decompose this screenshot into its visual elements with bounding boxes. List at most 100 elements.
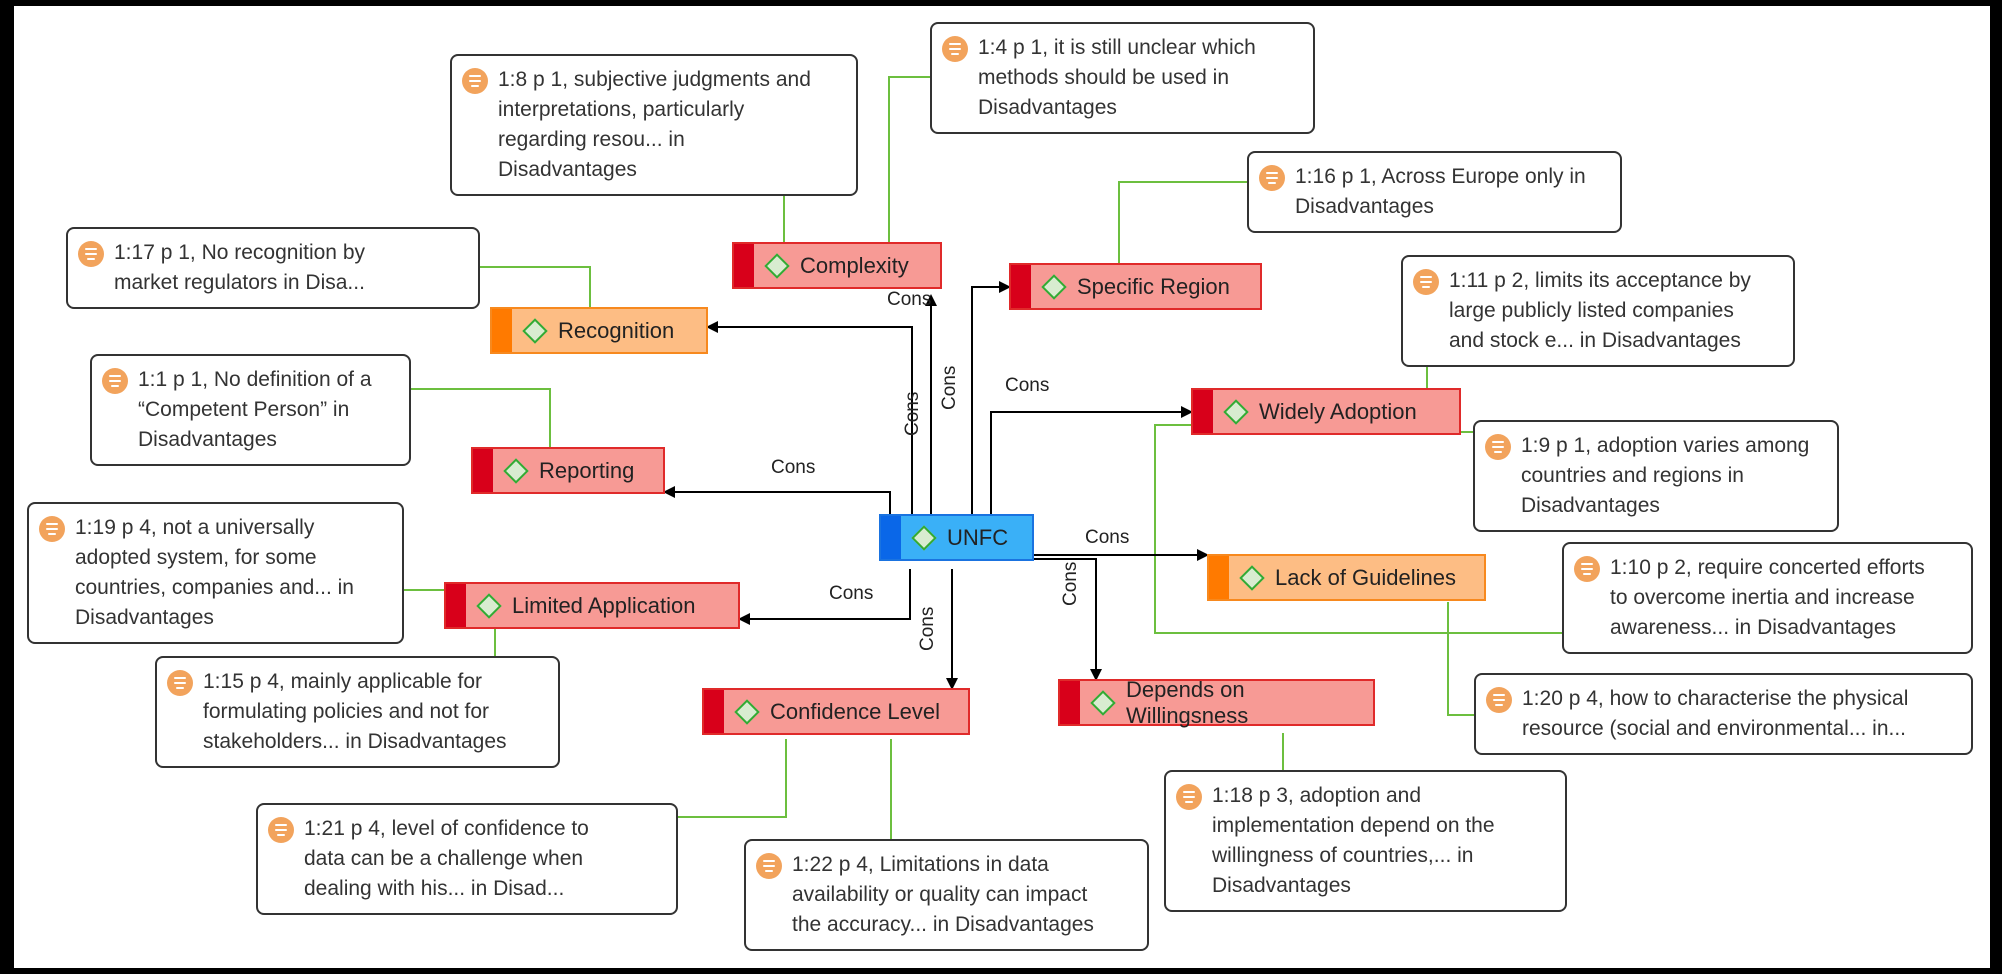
code-specific-region[interactable]: Specific Region [1009, 263, 1262, 310]
quote-line: 1:18 p 3, adoption and [1212, 784, 1422, 807]
quote-1-21[interactable]: 1:21 p 4, level of confidence to data ca… [256, 803, 678, 915]
cons-label-recognition: Cons [902, 391, 923, 436]
quote-line: stakeholders... in Disadvantages [203, 730, 507, 753]
quote-line: “Competent Person” in [138, 398, 350, 421]
quote-line: regarding resou... in [498, 128, 685, 151]
code-complexity[interactable]: Complexity [732, 242, 942, 289]
link-q1-20-lack-guidelines [1447, 602, 1474, 716]
quote-line: 1:15 p 4, mainly applicable for [203, 670, 482, 693]
code-strip [1193, 390, 1213, 433]
cons-label-confidence: Cons [917, 606, 938, 651]
code-strip [1209, 556, 1229, 599]
quote-line: 1:19 p 4, not a universally [75, 516, 315, 539]
code-diamond-icon [1041, 273, 1067, 300]
quote-line: large publicly listed companies [1449, 299, 1734, 322]
quote-1-15[interactable]: 1:15 p 4, mainly applicable for formulat… [155, 656, 560, 768]
link-unfc-depends [1034, 558, 1102, 681]
cons-links [663, 281, 1209, 690]
quote-1-11[interactable]: 1:11 p 2, limits its acceptance by large… [1401, 255, 1795, 367]
network-canvas: Cons Cons Cons Cons Cons Cons Cons Cons … [14, 6, 1990, 968]
quote-line: Disadvantages [1521, 494, 1660, 517]
code-label: Limited Application [512, 592, 696, 618]
quotation-icon [462, 68, 488, 94]
code-label: Reporting [539, 457, 635, 483]
link-q1-10-widely-adoption [1154, 424, 1562, 634]
link-unfc-specific-region [971, 281, 1011, 514]
code-label: Complexity [800, 252, 909, 278]
quote-line: Disadvantages [138, 428, 277, 451]
quote-1-18[interactable]: 1:18 p 3, adoption and implementation de… [1164, 770, 1567, 912]
code-diamond-icon [734, 698, 760, 725]
quote-line: 1:17 p 1, No recognition by [114, 241, 365, 264]
code-diamond-icon [1239, 564, 1265, 591]
quote-line: 1:22 p 4, Limitations in data [792, 853, 1049, 876]
quotation-icon [102, 368, 128, 394]
quote-line: the accuracy... in Disadvantages [792, 913, 1094, 936]
code-strip [704, 690, 724, 733]
link-unfc-widely-adoption [990, 406, 1193, 514]
quote-line: 1:10 p 2, require concerted efforts [1610, 556, 1925, 579]
code-strip [1060, 681, 1080, 724]
quote-line: 1:11 p 2, limits its acceptance by [1449, 269, 1751, 292]
quote-line: adopted system, for some [75, 546, 317, 569]
quotation-icon [1413, 269, 1439, 295]
cons-label-depends: Cons [1060, 561, 1081, 606]
quote-1-22[interactable]: 1:22 p 4, Limitations in data availabili… [744, 839, 1149, 951]
code-lack-of-guidelines[interactable]: Lack of Guidelines [1207, 554, 1486, 601]
quote-1-17[interactable]: 1:17 p 1, No recognition by market regul… [66, 227, 480, 309]
code-widely-adoption[interactable]: Widely Adoption [1191, 388, 1461, 435]
code-reporting[interactable]: Reporting [471, 447, 665, 494]
quote-1-1[interactable]: 1:1 p 1, No definition of a “Competent P… [90, 354, 411, 466]
quote-line: 1:8 p 1, subjective judgments and [498, 68, 811, 91]
quote-links [404, 76, 1562, 839]
quote-1-9[interactable]: 1:9 p 1, adoption varies among countries… [1473, 420, 1839, 532]
quote-line: Disadvantages [498, 158, 637, 181]
link-q1-16-specific-region [1118, 181, 1247, 263]
quote-line: 1:21 p 4, level of confidence to [304, 817, 589, 840]
quote-line: willingness of countries,... in [1212, 844, 1474, 867]
quote-line: and stock e... in Disadvantages [1449, 329, 1741, 352]
quotation-icon [1574, 556, 1600, 582]
code-diamond-icon [476, 592, 502, 619]
quote-1-19[interactable]: 1:19 p 4, not a universally adopted syst… [27, 502, 404, 644]
quote-line: countries and regions in [1521, 464, 1744, 487]
code-label: Specific Region [1077, 273, 1230, 299]
cons-label-limited-application: Cons [829, 583, 874, 604]
code-strip [1011, 265, 1031, 308]
quote-line: availability or quality can impact [792, 883, 1088, 906]
code-limited-application[interactable]: Limited Application [444, 582, 740, 629]
quote-1-16[interactable]: 1:16 p 1, Across Europe only in Disadvan… [1247, 151, 1622, 233]
quote-line: implementation depend on the [1212, 814, 1495, 837]
code-confidence-level[interactable]: Confidence Level [702, 688, 970, 735]
quotation-icon [756, 853, 782, 879]
quote-1-8[interactable]: 1:8 p 1, subjective judgments and interp… [450, 54, 858, 196]
code-strip [492, 309, 512, 352]
quote-1-20[interactable]: 1:20 p 4, how to characterise the physic… [1474, 673, 1973, 755]
quote-line: Disadvantages [1212, 874, 1351, 897]
code-diamond-icon [764, 252, 790, 279]
quote-line: 1:1 p 1, No definition of a [138, 368, 372, 391]
code-label: UNFC [947, 524, 1009, 550]
link-unfc-reporting [663, 486, 891, 514]
quote-line: interpretations, particularly [498, 98, 745, 121]
cons-label-reporting: Cons [771, 457, 816, 478]
quote-line: methods should be used in [978, 66, 1230, 89]
quotation-icon [1486, 687, 1512, 713]
code-label: Lack of Guidelines [1275, 564, 1456, 590]
quote-1-10[interactable]: 1:10 p 2, require concerted efforts to o… [1562, 542, 1973, 654]
quote-line: to overcome inertia and increase [1610, 586, 1915, 609]
code-depends-on-willingsness[interactable]: Depends on Willingsness [1058, 677, 1375, 728]
code-label: Widely Adoption [1259, 398, 1417, 424]
link-unfc-limited-application [738, 569, 911, 625]
quote-1-4[interactable]: 1:4 p 1, it is still unclear which metho… [930, 22, 1315, 134]
quote-line: 1:16 p 1, Across Europe only in [1295, 165, 1586, 188]
quotation-icon [1485, 434, 1511, 460]
code-recognition[interactable]: Recognition [490, 307, 708, 354]
code-label: Confidence Level [770, 698, 941, 724]
quote-line: 1:20 p 4, how to characterise the physic… [1522, 687, 1909, 710]
quote-line: Disadvantages [75, 606, 214, 629]
quote-line: awareness... in Disadvantages [1610, 616, 1896, 639]
link-layer [404, 76, 1562, 839]
quotation-icon [1259, 165, 1285, 191]
code-unfc[interactable]: UNFC [879, 514, 1034, 561]
